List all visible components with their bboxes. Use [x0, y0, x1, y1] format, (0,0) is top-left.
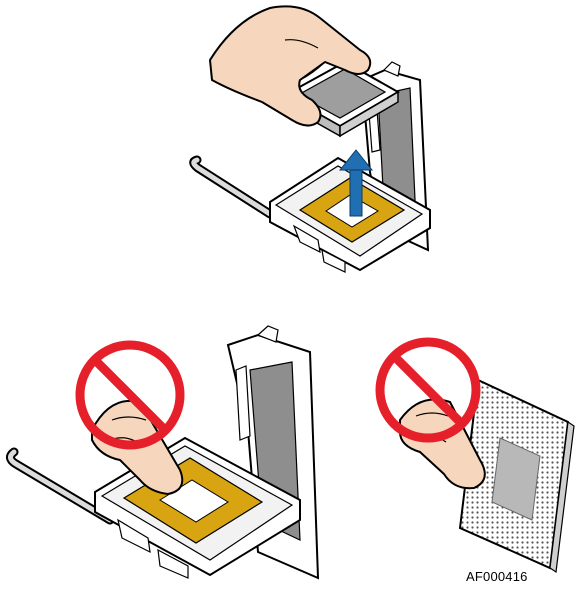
figure-id-label: AF000416	[466, 569, 528, 584]
bottom-left-panel-socket-warning	[10, 326, 318, 578]
top-panel-remove-processor	[194, 6, 430, 272]
socket-lever-arm	[194, 160, 270, 214]
bottom-right-panel-pins-warning	[380, 342, 574, 572]
